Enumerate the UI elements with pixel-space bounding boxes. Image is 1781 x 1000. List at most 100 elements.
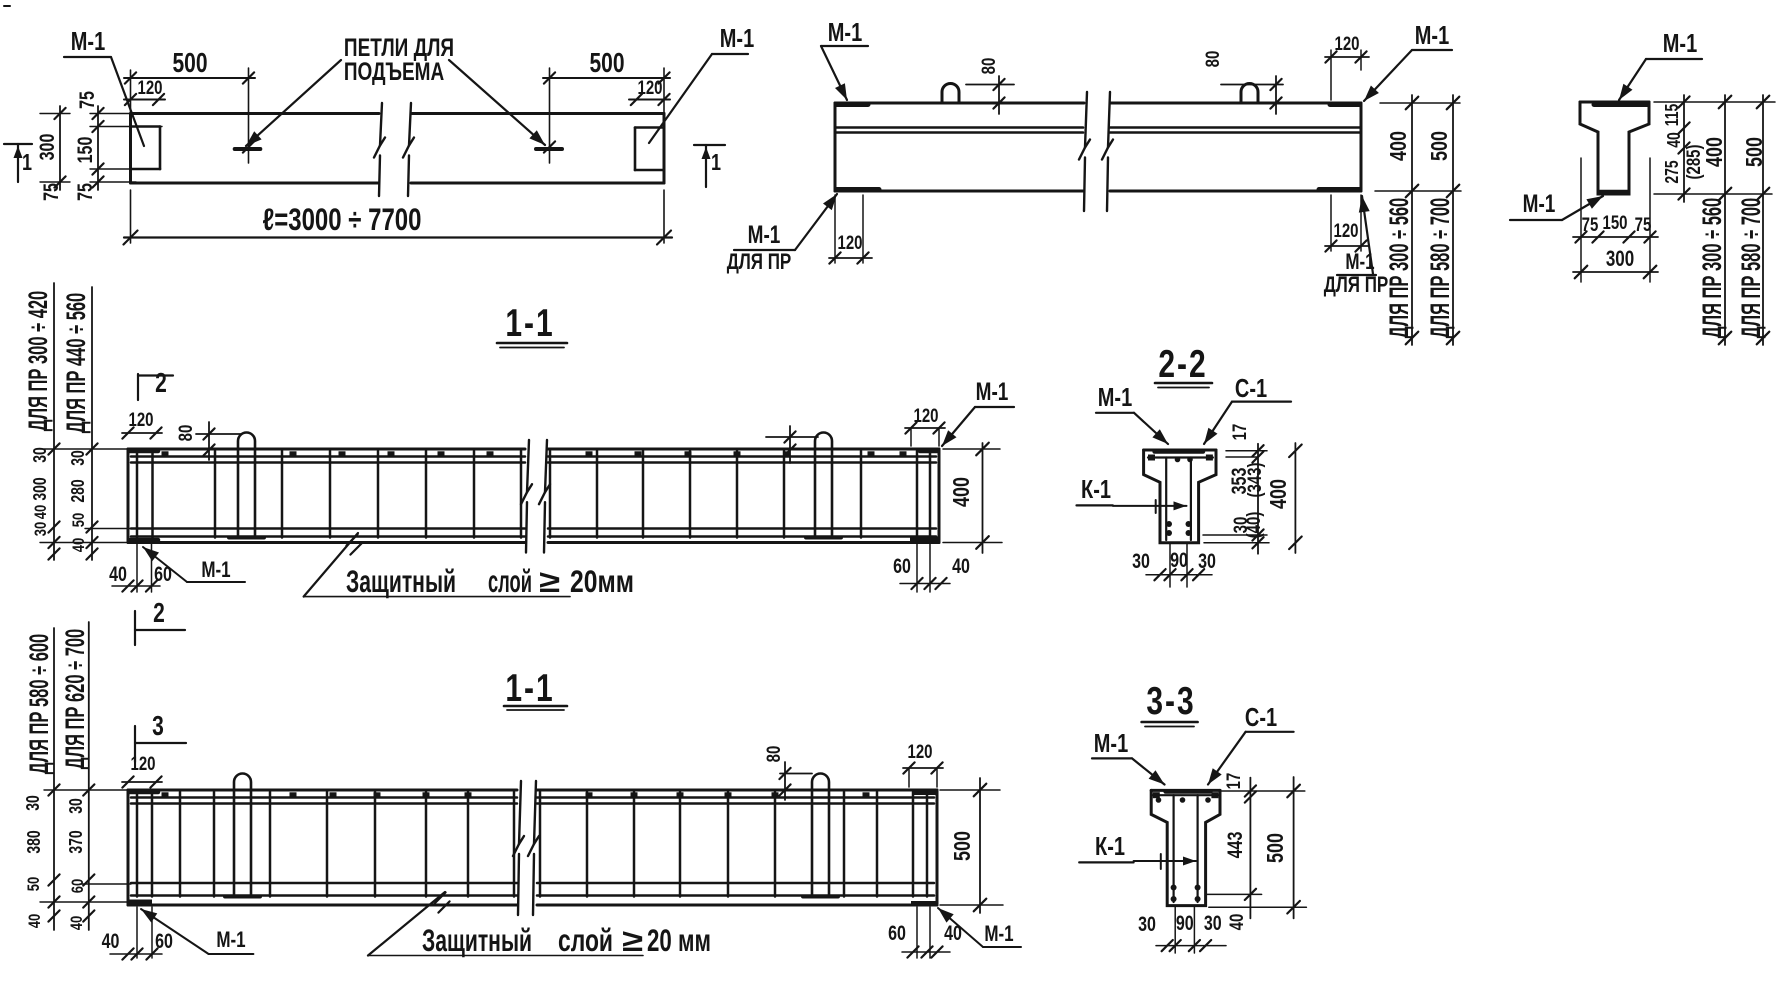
svg-text:1-1: 1-1: [505, 302, 554, 345]
svg-text:М-1: М-1: [748, 221, 781, 249]
svg-text:ПЕТЛИ ДЛЯ: ПЕТЛИ ДЛЯ: [344, 34, 454, 62]
svg-text:ℓ=3000 ÷ 7700: ℓ=3000 ÷ 7700: [262, 202, 421, 237]
svg-text:370: 370: [66, 830, 86, 853]
svg-text:60: 60: [888, 921, 906, 945]
svg-text:500: 500: [1263, 833, 1289, 863]
svg-text:500: 500: [950, 831, 976, 861]
svg-text:40: 40: [69, 538, 88, 552]
svg-text:ДЛЯ ПР 300 ÷ 560: ДЛЯ ПР 300 ÷ 560: [1384, 198, 1414, 338]
svg-text:(40): (40): [1242, 512, 1264, 539]
svg-text:2: 2: [155, 368, 167, 398]
svg-text:120: 120: [130, 752, 155, 774]
svg-text:40: 40: [102, 929, 120, 953]
svg-text:30: 30: [66, 798, 86, 814]
svg-text:40: 40: [1664, 132, 1684, 148]
svg-text:80: 80: [1201, 51, 1223, 68]
svg-text:40: 40: [1225, 914, 1247, 931]
svg-text:80: 80: [762, 746, 784, 763]
svg-text:30: 30: [31, 522, 50, 536]
svg-text:75: 75: [73, 183, 97, 201]
svg-text:75: 75: [1635, 213, 1652, 235]
svg-text:ПОДЪЕМА: ПОДЪЕМА: [344, 58, 444, 86]
svg-text:75: 75: [75, 91, 99, 109]
svg-text:М-1: М-1: [720, 23, 755, 52]
svg-text:120: 120: [837, 231, 862, 253]
svg-text:300: 300: [30, 477, 50, 500]
svg-text:120: 120: [637, 76, 662, 98]
svg-text:30: 30: [1204, 911, 1222, 935]
svg-text:3: 3: [152, 711, 164, 741]
svg-text:400: 400: [1702, 137, 1728, 167]
svg-text:ДЛЯ ПР 580 ÷ 700: ДЛЯ ПР 580 ÷ 700: [1425, 198, 1455, 338]
svg-text:40: 40: [25, 914, 44, 928]
svg-text:50: 50: [69, 513, 88, 527]
svg-text:1: 1: [22, 150, 32, 176]
svg-text:М-1: М-1: [976, 378, 1009, 406]
svg-text:400: 400: [1266, 479, 1292, 509]
svg-text:30: 30: [30, 447, 50, 463]
svg-text:115: 115: [1662, 104, 1682, 127]
svg-text:М-1: М-1: [984, 922, 1013, 947]
svg-text:150: 150: [73, 137, 97, 164]
svg-text:500: 500: [1427, 131, 1453, 161]
svg-text:М-1: М-1: [201, 558, 230, 583]
svg-text:17: 17: [1228, 424, 1250, 441]
svg-text:Защитный: Защитный: [422, 923, 532, 958]
svg-text:60: 60: [154, 562, 172, 586]
svg-text:275: 275: [1662, 160, 1682, 183]
svg-text:150: 150: [1602, 211, 1627, 233]
svg-text:2-2: 2-2: [1158, 343, 1207, 386]
svg-text:1: 1: [711, 150, 721, 176]
svg-text:30: 30: [1132, 549, 1150, 573]
svg-text:40: 40: [109, 562, 127, 586]
svg-text:ДЛЯ ПР 300 ÷ 560: ДЛЯ ПР 300 ÷ 560: [1697, 198, 1727, 338]
svg-text:(343): (343): [1243, 463, 1265, 498]
svg-text:20мм: 20мм: [570, 564, 634, 599]
svg-text:М-1: М-1: [1523, 190, 1556, 218]
svg-text:40: 40: [67, 916, 86, 930]
svg-text:80: 80: [174, 425, 196, 442]
svg-text:380: 380: [24, 830, 44, 853]
svg-text:120: 120: [128, 408, 153, 430]
svg-text:30: 30: [23, 795, 43, 811]
svg-text:60: 60: [155, 929, 173, 953]
svg-text:3-3: 3-3: [1146, 680, 1195, 723]
svg-text:300: 300: [35, 134, 59, 161]
svg-text:75: 75: [39, 183, 63, 201]
svg-text:40: 40: [944, 921, 962, 945]
svg-text:120: 120: [1333, 219, 1358, 241]
svg-text:400: 400: [949, 477, 975, 507]
svg-text:К-1: К-1: [1081, 474, 1111, 503]
svg-text:М-1: М-1: [216, 928, 245, 953]
svg-text:М-1: М-1: [1415, 20, 1450, 49]
svg-text:слой: слой: [558, 923, 613, 958]
svg-text:ДЛЯ ПР 620 ÷ 700: ДЛЯ ПР 620 ÷ 700: [60, 629, 90, 769]
svg-text:120: 120: [913, 404, 938, 426]
svg-text:ДЛЯ ПР: ДЛЯ ПР: [727, 250, 792, 275]
svg-text:(285): (285): [1682, 145, 1704, 180]
svg-text:М-1: М-1: [1663, 28, 1698, 57]
svg-text:М-1: М-1: [1094, 728, 1129, 757]
svg-text:ДЛЯ ПР 580 ÷ 600: ДЛЯ ПР 580 ÷ 600: [24, 634, 54, 774]
svg-text:≥: ≥: [539, 564, 560, 599]
svg-text:300: 300: [1606, 247, 1634, 272]
svg-text:≥: ≥: [622, 923, 643, 958]
svg-text:120: 120: [907, 740, 932, 762]
svg-text:17: 17: [1222, 773, 1244, 790]
svg-text:20 мм: 20 мм: [647, 923, 711, 958]
svg-text:30: 30: [68, 450, 88, 466]
svg-text:500: 500: [1742, 137, 1768, 167]
svg-text:30: 30: [1198, 549, 1216, 573]
svg-text:80: 80: [977, 58, 999, 75]
svg-text:400: 400: [1386, 131, 1412, 161]
svg-text:ДЛЯ ПР 440 ÷ 560: ДЛЯ ПР 440 ÷ 560: [61, 293, 91, 433]
svg-text:60: 60: [68, 879, 87, 893]
svg-text:М-1: М-1: [71, 26, 106, 55]
svg-text:1-1: 1-1: [505, 667, 554, 710]
svg-text:30: 30: [1229, 517, 1251, 534]
svg-text:500: 500: [589, 48, 624, 78]
svg-text:120: 120: [1334, 32, 1359, 54]
svg-text:ДЛЯ ПР: ДЛЯ ПР: [1324, 273, 1389, 298]
svg-text:40: 40: [952, 554, 970, 578]
svg-text:30: 30: [1138, 912, 1156, 936]
